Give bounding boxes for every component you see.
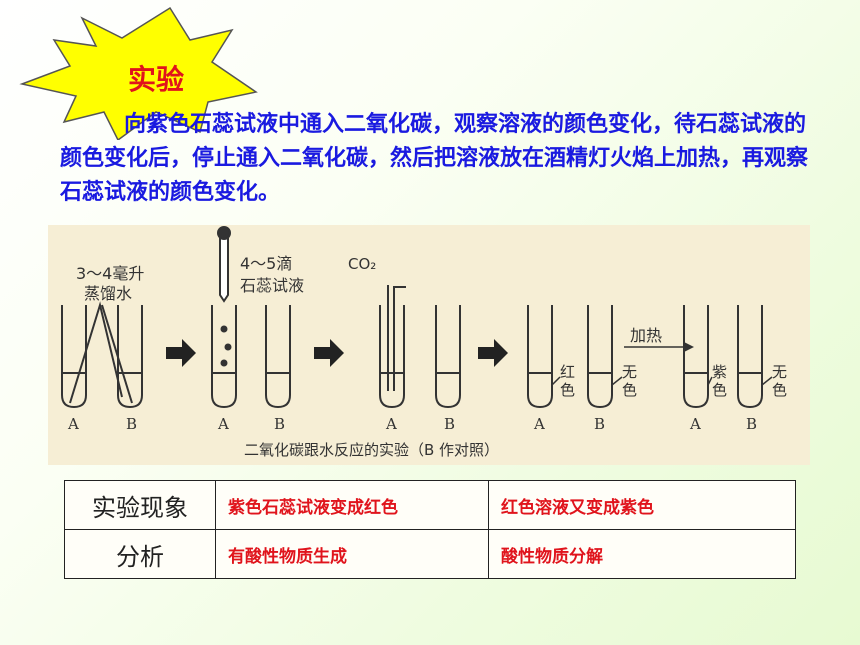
water-label-2: 蒸馏水 <box>84 284 132 303</box>
table-row: 分析 有酸性物质生成 酸性物质分解 <box>64 529 796 579</box>
heat-arrow-head <box>684 342 694 352</box>
tube-group-3 <box>379 285 461 409</box>
starburst-shape <box>19 6 258 140</box>
process-arrows <box>166 339 508 367</box>
tube-a-2: A <box>217 415 229 433</box>
tube-b-4: B <box>594 415 605 433</box>
tube-a-4: A <box>533 415 545 433</box>
heat-label: 加热 <box>630 326 662 345</box>
none-label-2: 色 <box>622 381 637 399</box>
none-label-3: 无 <box>772 363 787 381</box>
table-cell: 有酸性物质生成 <box>215 529 489 579</box>
tube-group-2 <box>211 226 291 409</box>
tube-a-3: A <box>385 415 397 433</box>
tube-group-1 <box>61 301 143 409</box>
figure-caption: 二氧化碳跟水反应的实验（B 作对照） <box>244 441 499 459</box>
table-cell: 红色溶液又变成紫色 <box>488 480 796 530</box>
results-table: 实验现象 紫色石蕊试液变成红色 红色溶液又变成紫色 分析 有酸性物质生成 酸性物… <box>64 480 796 579</box>
purple-label-1: 紫 <box>712 363 727 381</box>
tube-b-3: B <box>444 415 455 433</box>
water-label-1: 3～4毫升 <box>76 264 144 283</box>
tube-group-4 <box>527 305 613 409</box>
drops-label-1: 4～5滴 <box>240 254 292 273</box>
none-label-1: 无 <box>622 363 637 381</box>
experiment-description: 向紫色石蕊试液中通入二氧化碳，观察溶液的颜色变化，待石蕊试液的颜色变化后，停止通… <box>60 108 820 210</box>
tube-a-1: A <box>67 415 79 433</box>
purple-label-2: 色 <box>712 381 727 399</box>
red-label-2: 色 <box>560 381 575 399</box>
color-labels: 红 色 无 色 紫 色 无 色 <box>560 363 787 399</box>
label-leaders <box>551 376 773 386</box>
tube-letters: A B A B A B A B A B <box>67 415 757 433</box>
row-header: 实验现象 <box>64 480 216 530</box>
red-label-1: 红 <box>560 363 575 381</box>
description-text: 向紫色石蕊试液中通入二氧化碳，观察溶液的颜色变化，待石蕊试液的颜色变化后，停止通… <box>60 112 809 205</box>
table-row: 实验现象 紫色石蕊试液变成红色 红色溶液又变成紫色 <box>64 480 796 530</box>
tube-b-1: B <box>126 415 137 433</box>
row-header: 分析 <box>64 529 216 579</box>
tube-group-5 <box>683 305 763 409</box>
drops-label-2: 石蕊试液 <box>240 276 304 295</box>
co2-label: CO₂ <box>348 255 376 273</box>
tube-b-2: B <box>274 415 285 433</box>
experiment-badge: 实验 <box>128 63 185 96</box>
tube-b-5: B <box>746 415 757 433</box>
tube-a-5: A <box>689 415 701 433</box>
table-cell: 酸性物质分解 <box>488 529 796 579</box>
none-label-4: 色 <box>772 381 787 399</box>
table-cell: 紫色石蕊试液变成红色 <box>215 480 489 530</box>
experiment-figure: 3～4毫升 蒸馏水 4～5滴 石蕊试液 CO₂ 加热 <box>48 225 810 465</box>
